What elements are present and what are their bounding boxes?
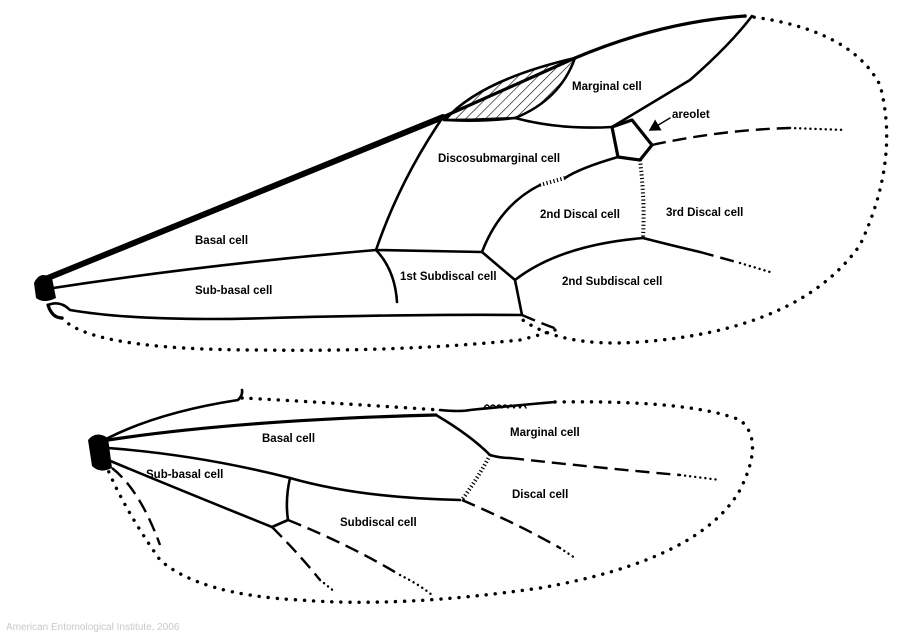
forewing-label-third-discal-cell: 3rd Discal cell [666, 207, 743, 219]
hindwing-base [88, 434, 112, 471]
forewing-label-marginal-cell: Marginal cell [572, 81, 642, 93]
hindwing-marginal-dash [509, 456, 681, 477]
hindwing: Basal cell Marginal cell Sub-basal cell … [88, 388, 755, 604]
hindwing-label-discal-cell: Discal cell [512, 489, 568, 501]
forewing-costa-tip [441, 14, 747, 119]
forewing-discal-vein [480, 183, 542, 254]
forewing-third-discal-dots [738, 261, 772, 274]
hindwing-costa [106, 388, 244, 440]
forewing-third-discal-dash [699, 250, 741, 265]
hindwing-marginal-dots [678, 473, 722, 482]
forewing-third-discal-vein [641, 236, 702, 254]
hindwing-marginal-vein [434, 413, 512, 460]
forewing-costa [35, 114, 446, 285]
hindwing-costa-dots [240, 396, 442, 412]
forewing-label-sub-basal-cell: Sub-basal cell [195, 285, 272, 297]
hindwing-lower-dots [318, 578, 337, 594]
hindwing-stipple [460, 454, 492, 502]
hindwing-radius [106, 413, 438, 442]
forewing-anal-vein [46, 302, 524, 321]
forewing-media [38, 248, 484, 292]
hindwing-label-basal-cell: Basal cell [262, 433, 315, 445]
forewing-basal-vein [374, 115, 445, 252]
hindwing-label-subdiscal-cell: Subdiscal cell [340, 517, 417, 529]
hindwing-costa-tip [438, 400, 557, 413]
forewing-areolet [610, 118, 654, 162]
hindwing-subdiscal-dots [398, 573, 434, 597]
forewing-label-discosubmarginal-cell: Discosubmarginal cell [438, 153, 560, 165]
forewing-posterior-margin [60, 316, 557, 352]
forewing-posterior-base [46, 303, 64, 320]
forewing-areolet-outer-vein [651, 126, 791, 147]
forewing-stipple-2 [638, 159, 646, 239]
forewing-cubitus [563, 155, 620, 180]
hindwing-label-marginal-cell: Marginal cell [510, 427, 580, 439]
credit-text: American Entomological Institute, 2006 [6, 622, 180, 633]
hindwing-anal-vein [106, 458, 274, 529]
forewing-label-second-discal-cell: 2nd Discal cell [540, 209, 620, 221]
forewing-label-second-subdiscal-cell: 2nd Subdiscal cell [562, 276, 662, 288]
hindwing-lower-dash [271, 526, 321, 581]
hindwing-subdiscal-vein [270, 476, 292, 529]
forewing-areolet-outer-dots [788, 126, 847, 132]
hindwing-outer-margin [106, 400, 755, 604]
forewing-nervulus [480, 250, 524, 317]
forewing-outer-margin [518, 14, 889, 345]
forewing-label-basal-cell: Basal cell [195, 235, 248, 247]
forewing-marginal-cell-vein [513, 14, 754, 129]
forewing-label-areolet: areolet [672, 109, 710, 121]
hindwing-hamuli [483, 404, 527, 409]
hindwing-anal-dash [111, 467, 162, 546]
forewing-areolet-arrow [648, 117, 671, 131]
hindwing-subdiscal-dash [287, 518, 401, 577]
forewing-radius [443, 116, 517, 122]
forewing-second-subdiscal-vein [513, 236, 645, 282]
forewing: Marginal cell areolet Discosubmarginal c… [34, 14, 889, 352]
hindwing-discal-dots [558, 546, 577, 560]
forewing-first-subdiscal-divider [374, 248, 399, 304]
forewing-label-first-subdiscal-cell: 1st Subdiscal cell [400, 271, 497, 283]
forewing-subdiscal-outer-dash [521, 313, 561, 332]
hindwing-label-sub-basal-cell: Sub-basal cell [146, 469, 223, 481]
forewing-stipple-1 [539, 176, 566, 187]
hindwing-discal-dash [461, 498, 561, 550]
